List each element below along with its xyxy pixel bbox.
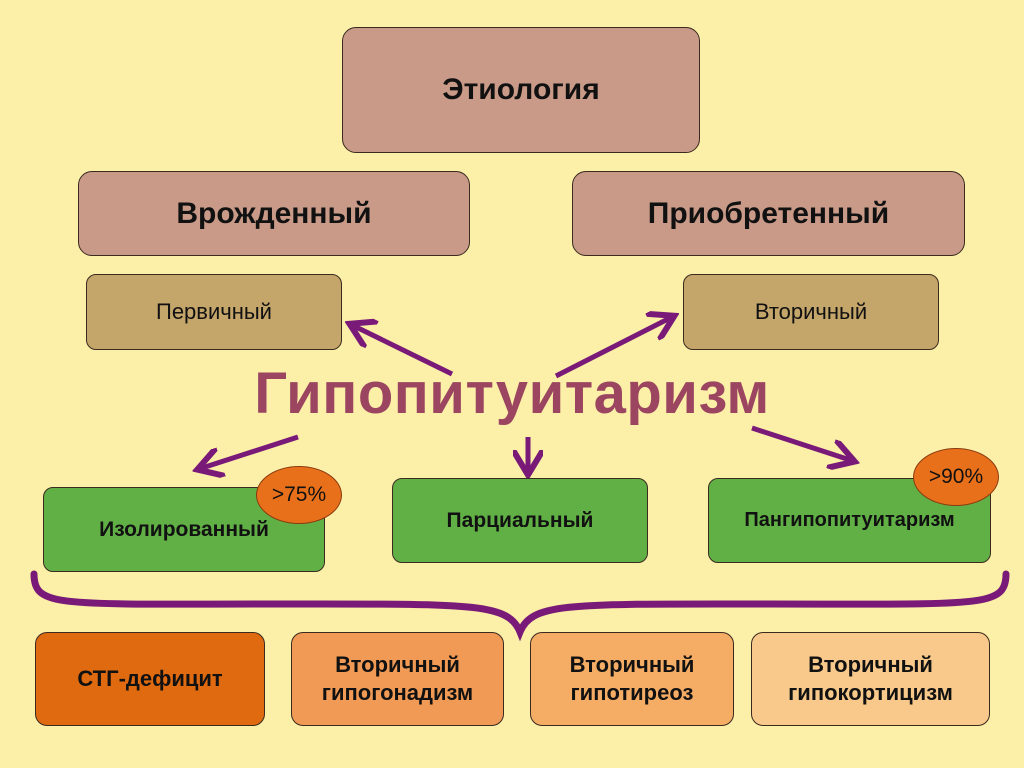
deficit-hypocorticism-line2: гипокортицизм <box>788 680 953 705</box>
acquired-label: Приобретенный <box>647 196 890 230</box>
deficit-hypogonadism-line1: Вторичный <box>335 652 460 677</box>
panhypo-label: Пангипопитуитаризм <box>744 509 955 531</box>
secondary-label: Вторичный <box>754 299 868 324</box>
secondary-box: Вторичный <box>683 274 939 350</box>
primary-label: Первичный <box>156 299 272 324</box>
congenital-box: Врожденный <box>78 171 470 256</box>
isolated-percent-badge: >75% <box>256 466 342 524</box>
deficit-hypogonadism-box: Вторичный гипогонадизм <box>291 632 504 726</box>
main-title: Гипопитуитаризм <box>254 361 770 426</box>
isolated-percent-label: >75% <box>271 483 327 506</box>
arrow-to-secondary <box>554 318 670 379</box>
deficit-hypothyroidism-line1: Вторичный <box>569 652 695 677</box>
arrow-to-isolated <box>202 434 299 468</box>
deficit-hypogonadism-line2: гипогонадизм <box>321 680 474 705</box>
arrow-to-primary <box>354 326 454 377</box>
curly-brace <box>30 570 1010 642</box>
deficit-hypothyroidism-line2: гипотиреоз <box>570 680 694 705</box>
deficit-hypocorticism-box: Вторичный гипокортицизм <box>751 632 990 726</box>
panhypo-percent-label: >90% <box>928 465 984 488</box>
primary-box: Первичный <box>86 274 342 350</box>
deficit-hypocorticism-line1: Вторичный <box>808 652 933 677</box>
panhypo-box: Пангипопитуитаризм <box>708 478 991 563</box>
partial-box: Парциальный <box>392 478 648 563</box>
isolated-label: Изолированный <box>99 517 269 541</box>
arrow-to-panhypo <box>751 425 850 460</box>
deficit-gh-box: СТГ-дефицит <box>35 632 265 726</box>
partial-label: Парциальный <box>446 508 594 532</box>
acquired-box: Приобретенный <box>572 171 965 256</box>
congenital-label: Врожденный <box>176 196 372 230</box>
etiology-box: Этиология <box>342 27 700 153</box>
etiology-label: Этиология <box>442 73 600 106</box>
deficit-gh-line1: СТГ-дефицит <box>77 666 223 691</box>
deficit-hypothyroidism-box: Вторичный гипотиреоз <box>530 632 734 726</box>
panhypo-percent-badge: >90% <box>913 448 999 506</box>
